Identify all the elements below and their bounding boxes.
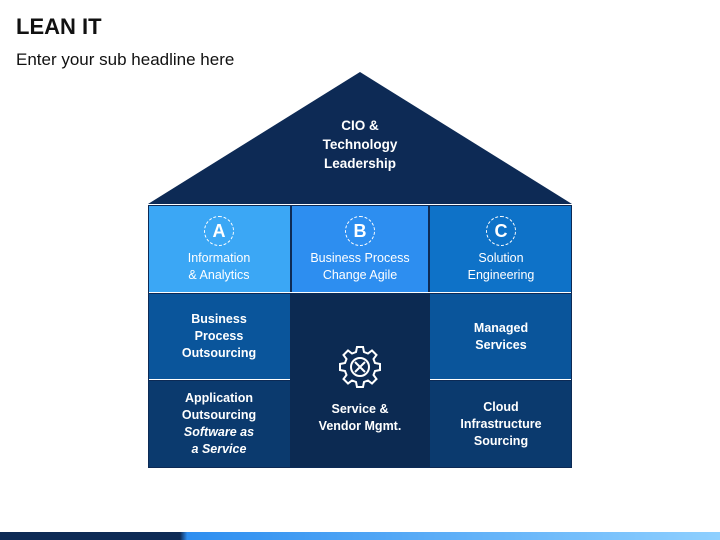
cell-line: Outsourcing (181, 408, 257, 422)
roof-line: Leadership (323, 156, 397, 171)
pillar-line: Engineering (467, 268, 535, 282)
roof-triangle (148, 72, 572, 204)
cell-line: Service & (331, 402, 389, 416)
roof-line: Technology (322, 137, 398, 152)
cell-line: Managed (473, 320, 529, 335)
roof-line: CIO & (341, 118, 379, 133)
cell-line: Sourcing (473, 433, 529, 448)
pillar-line: Information (187, 251, 251, 265)
cell-line: Cloud (483, 399, 519, 414)
pillar-a: A Information & Analytics (148, 206, 290, 292)
gear-icon (339, 346, 381, 388)
page-subtitle: Enter your sub headline here (16, 50, 235, 69)
cell-line: Business (191, 312, 247, 326)
cell-line: Infrastructure (460, 416, 542, 431)
badge-b: B (345, 216, 375, 246)
badge-c: C (486, 216, 516, 246)
cell-line-italic: a Service (191, 442, 247, 456)
cloud-infrastructure-sourcing: Cloud Infrastructure Sourcing (430, 380, 572, 467)
cell-line: Vendor Mgmt. (318, 419, 402, 433)
pillar-line: & Analytics (188, 268, 250, 282)
pillar-line: Solution (478, 251, 524, 265)
footer-bar (0, 532, 720, 540)
service-vendor-mgmt: Service & Vendor Mgmt. (290, 293, 430, 467)
cell-line: Services (475, 337, 527, 352)
pillar-line: Change Agile (322, 268, 398, 282)
pillar-c: C Solution Engineering (430, 206, 572, 292)
cell-line: Process (194, 329, 244, 343)
cell-line-italic: Software as (183, 425, 255, 439)
badge-a: A (204, 216, 234, 246)
roof-label: CIO & Technology Leadership (260, 116, 460, 173)
page-title: LEAN IT (16, 14, 102, 39)
application-outsourcing: Application Outsourcing Software as a Se… (148, 380, 290, 467)
pillar-line: Business Process (310, 251, 410, 265)
footer-gradient (0, 532, 720, 540)
managed-services: Managed Services (430, 293, 572, 379)
cell-line: Application (184, 391, 254, 405)
pillar-b: B Business Process Change Agile (290, 206, 430, 292)
cell-line: Outsourcing (181, 346, 257, 360)
business-process-outsourcing: Business Process Outsourcing (148, 293, 290, 379)
